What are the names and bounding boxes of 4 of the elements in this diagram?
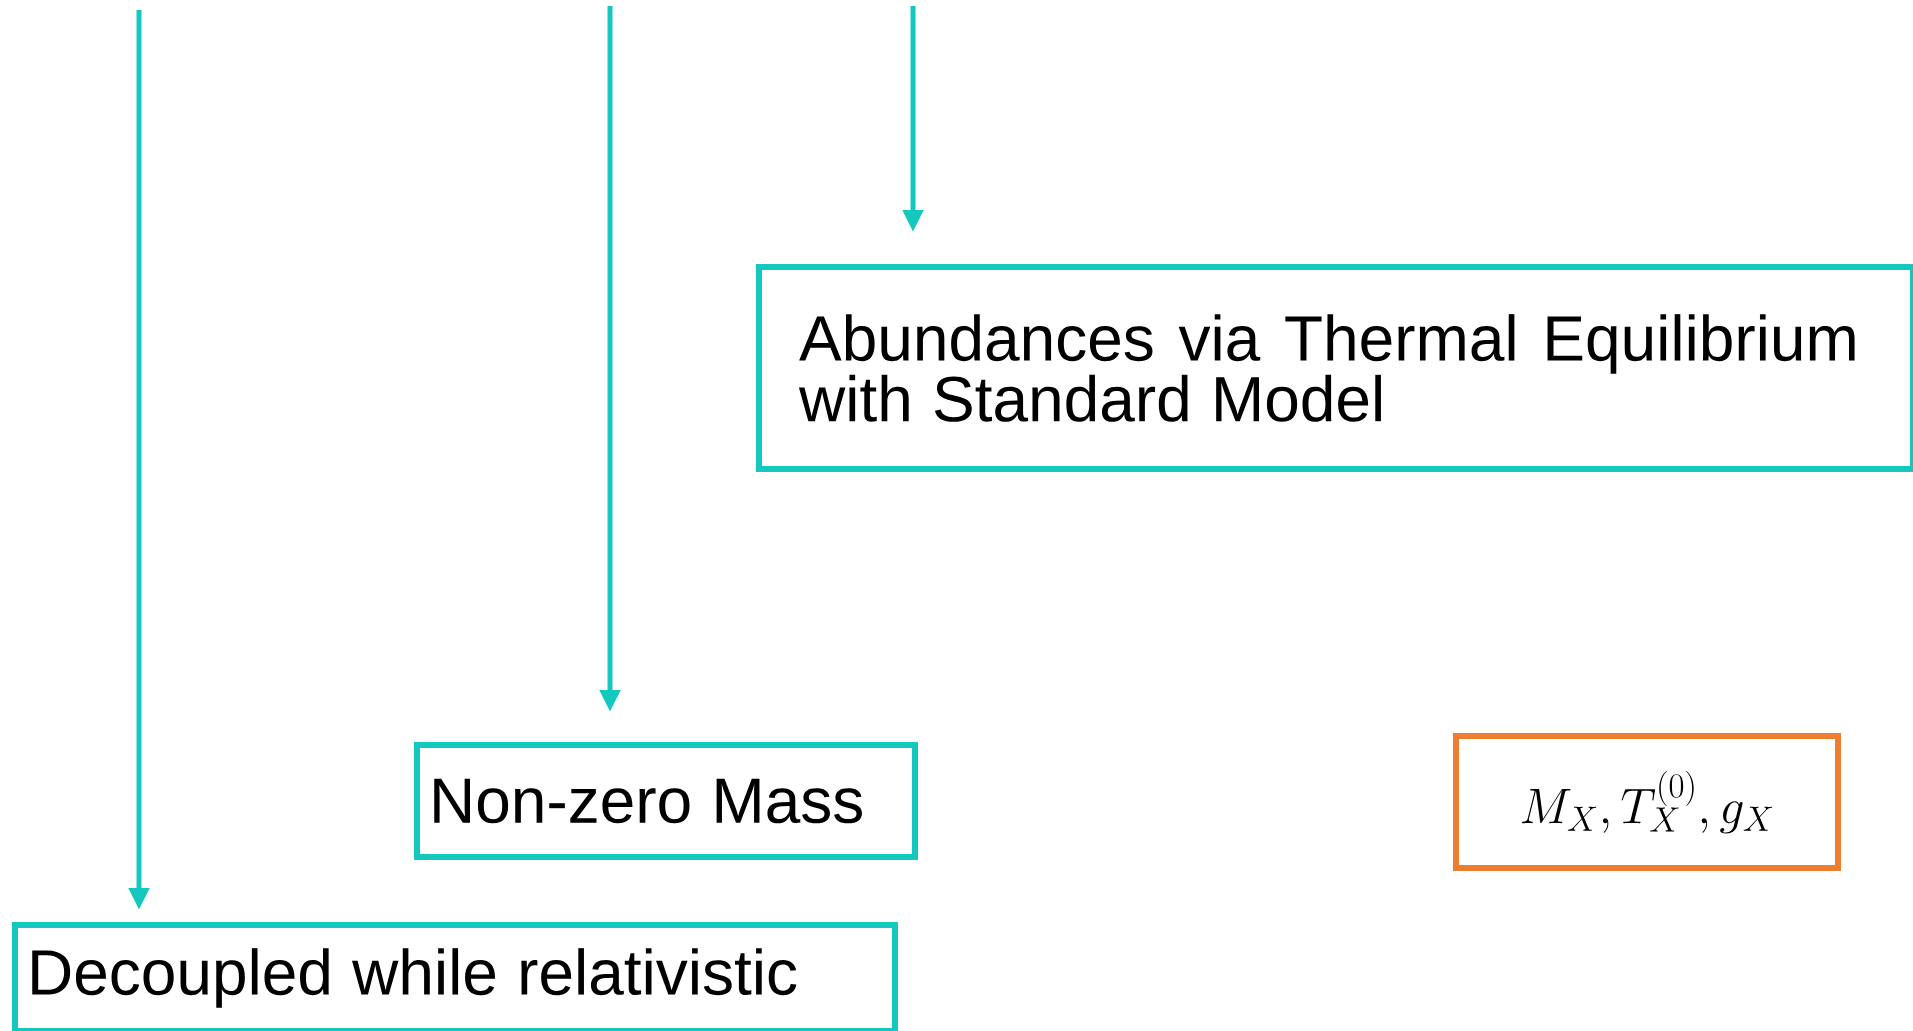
formula-box: $M_X, T_X^{(0)}, g_X$ — [1453, 733, 1841, 871]
text-box: Abundances via Thermal Equilibrium with Standard Model — [756, 264, 1913, 472]
text-box: Non-zero Mass — [414, 742, 918, 860]
text-box: Decoupled while relativistic — [12, 922, 898, 1031]
